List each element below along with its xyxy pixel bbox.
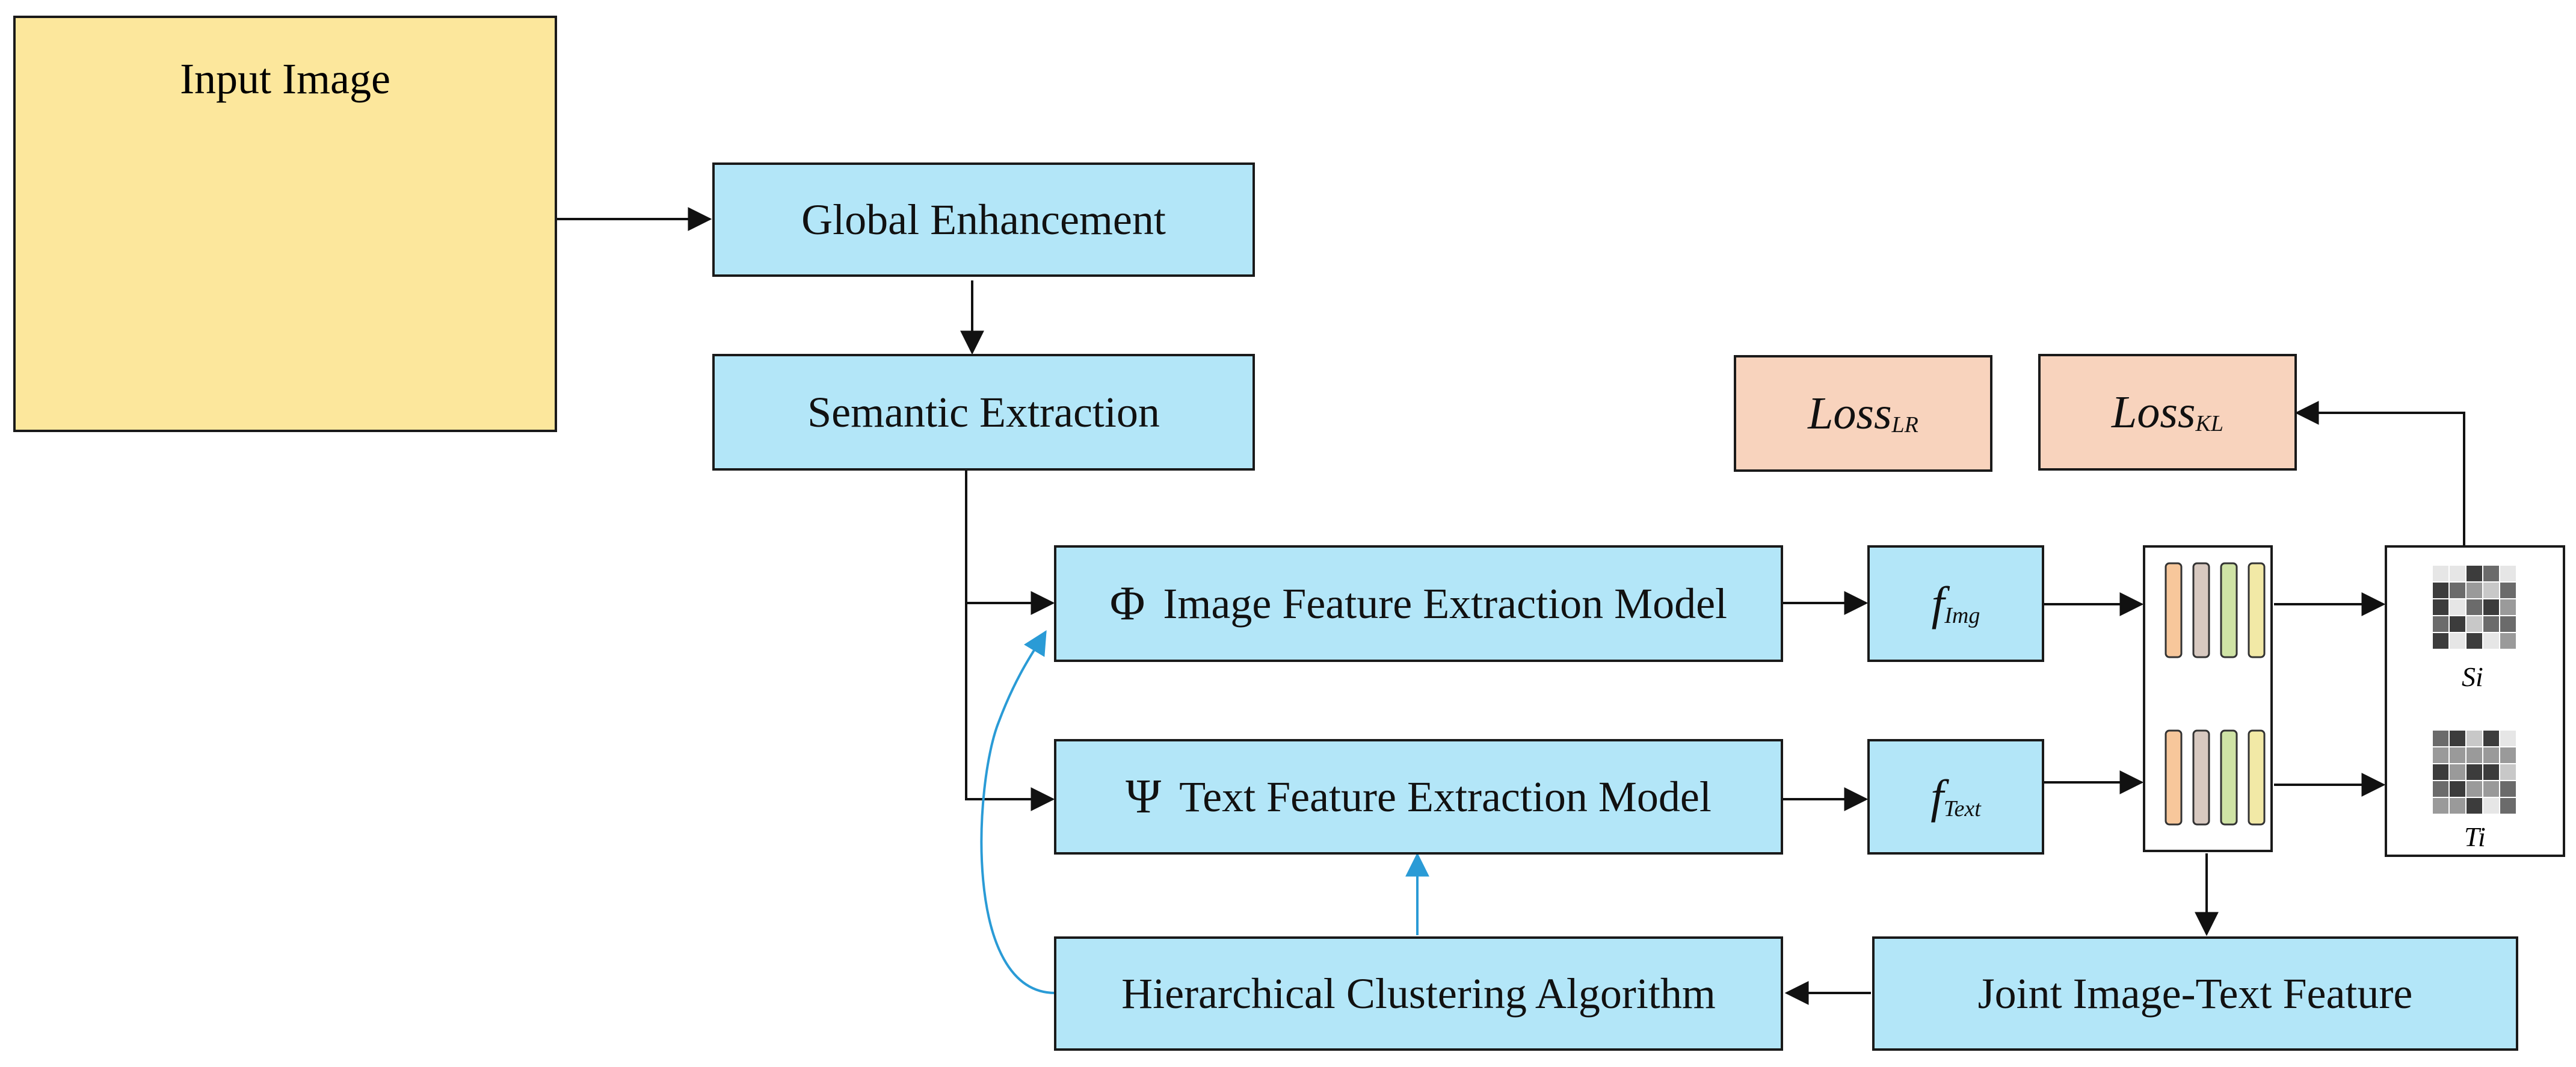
image-feature-extraction-label: Image Feature Extraction Model xyxy=(1163,579,1728,628)
matrix-cell xyxy=(2500,781,2516,797)
semantic-extraction-label: Semantic Extraction xyxy=(807,388,1160,436)
matrix-cell xyxy=(2467,566,2482,581)
matrix-cell xyxy=(2450,798,2465,814)
text-feature-extraction-block: Ψ Text Feature Extraction Model xyxy=(1054,739,1783,855)
matrix-cell xyxy=(2500,764,2516,780)
loss-lr-block: LossLR xyxy=(1734,355,1992,472)
arrow-semantic-to-text-model xyxy=(965,603,1055,811)
matrix-cell xyxy=(2450,764,2465,780)
matrix-cell xyxy=(2500,599,2516,615)
matrix-cell xyxy=(2500,798,2516,814)
loss-kl-label: LossKL xyxy=(2112,386,2223,438)
psi-symbol: Ψ xyxy=(1126,770,1162,823)
loss-lr-label: LossLR xyxy=(1808,388,1918,439)
text-feature-bars xyxy=(2165,729,2266,826)
similarity-matrix-panel xyxy=(2385,545,2565,857)
feature-vector-panel xyxy=(2143,545,2273,852)
matrix-cell xyxy=(2433,764,2448,780)
matrix-cell xyxy=(2467,583,2482,598)
matrix-ti-label: Ti xyxy=(2464,821,2486,852)
arrow-matrices-to-losskl xyxy=(2294,401,2465,545)
matrix-cell xyxy=(2483,798,2499,814)
image-feature-extraction-block: Φ Image Feature Extraction Model xyxy=(1054,545,1783,662)
global-enhancement-label: Global Enhancement xyxy=(801,195,1166,244)
matrix-cell xyxy=(2433,633,2448,649)
matrix-cell xyxy=(2467,633,2482,649)
image-feature-bars xyxy=(2165,562,2266,658)
matrix-cell xyxy=(2483,616,2499,632)
matrix-cell xyxy=(2500,633,2516,649)
connectors xyxy=(557,207,2465,1005)
f-img-label: fImg xyxy=(1931,577,1980,629)
f-text-label: fText xyxy=(1930,770,1981,823)
matrix-cell xyxy=(2483,781,2499,797)
hierarchical-clustering-label: Hierarchical Clustering Algorithm xyxy=(1121,969,1716,1018)
matrix-cell xyxy=(2467,798,2482,814)
matrix-cell xyxy=(2433,781,2448,797)
matrix-cell xyxy=(2433,583,2448,598)
matrix-cell xyxy=(2450,583,2465,598)
matrix-cell xyxy=(2433,616,2448,632)
matrix-cell xyxy=(2467,747,2482,763)
feature-panel-bars xyxy=(2165,562,2266,826)
matrix-cell xyxy=(2433,599,2448,615)
matrix-cell xyxy=(2500,747,2516,763)
matrix-cell xyxy=(2450,599,2465,615)
feedback-connectors xyxy=(980,630,1429,994)
matrix-cell xyxy=(2450,616,2465,632)
f-text-block: fText xyxy=(1867,739,2044,855)
matrix-cell xyxy=(2483,731,2499,746)
matrix-cell xyxy=(2500,583,2516,598)
arrow-semantic-to-image-model xyxy=(965,471,1055,615)
matrix-cell xyxy=(2467,731,2482,746)
matrix-cell xyxy=(2433,731,2448,746)
joint-image-text-feature-label: Joint Image-Text Feature xyxy=(1977,969,2413,1018)
matrix-cell xyxy=(2467,616,2482,632)
matrix-cell xyxy=(2450,747,2465,763)
matrix-cell xyxy=(2433,747,2448,763)
matrix-cell xyxy=(2450,566,2465,581)
matrix-cell xyxy=(2483,566,2499,581)
loss-kl-block: LossKL xyxy=(2038,354,2297,471)
global-enhancement-block: Global Enhancement xyxy=(712,162,1255,277)
matrix-cell xyxy=(2483,764,2499,780)
matrix-cell xyxy=(2483,747,2499,763)
phi-symbol: Φ xyxy=(1109,577,1145,630)
matrix-si-label: Si xyxy=(2462,661,2483,692)
matrix-cell xyxy=(2483,599,2499,615)
matrix-cell xyxy=(2450,781,2465,797)
matrix-cell xyxy=(2483,583,2499,598)
matrix-cell xyxy=(2450,731,2465,746)
matrix-cell xyxy=(2500,731,2516,746)
f-img-block: fImg xyxy=(1867,545,2044,662)
matrix-cell xyxy=(2433,566,2448,581)
input-image-panel: Input Image xyxy=(13,16,557,432)
text-feature-extraction-label: Text Feature Extraction Model xyxy=(1179,772,1712,821)
similarity-matrix-si xyxy=(2433,566,2516,649)
joint-image-text-feature-block: Joint Image-Text Feature xyxy=(1872,936,2518,1051)
feedback-arrow-to-image-model xyxy=(980,630,1056,994)
input-image-title: Input Image xyxy=(180,55,390,103)
matrix-cell xyxy=(2500,566,2516,581)
similarity-matrix-ti xyxy=(2433,731,2516,814)
matrix-cell xyxy=(2450,633,2465,649)
matrix-cell xyxy=(2467,764,2482,780)
matrix-cell xyxy=(2467,781,2482,797)
semantic-extraction-block: Semantic Extraction xyxy=(712,354,1255,471)
hierarchical-clustering-block: Hierarchical Clustering Algorithm xyxy=(1054,936,1783,1051)
matrix-cell xyxy=(2483,633,2499,649)
matrix-cell xyxy=(2433,798,2448,814)
matrix-cell xyxy=(2467,599,2482,615)
matrix-cell xyxy=(2500,616,2516,632)
